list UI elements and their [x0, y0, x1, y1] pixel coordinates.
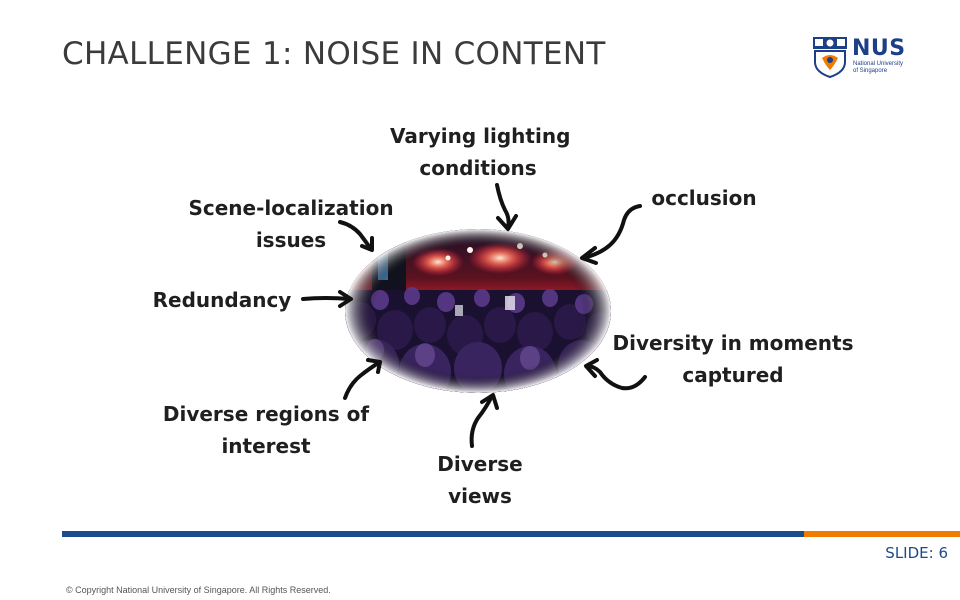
- label-regions-line1: Diverse regions of: [162, 402, 370, 426]
- footer-bar-blue: [62, 531, 804, 537]
- nus-crest-icon: [813, 37, 847, 79]
- label-regions-line2: interest: [221, 434, 311, 458]
- label-views: Diverse views: [428, 448, 532, 512]
- slide-title: CHALLENGE 1: NOISE IN CONTENT: [62, 36, 606, 72]
- arrow-occlusion: [581, 204, 642, 260]
- arrow-regions: [343, 360, 382, 400]
- logo-subtitle-line2: of Singapore: [853, 68, 888, 74]
- label-lighting-line1: Varying lighting: [390, 124, 571, 148]
- label-views-line2: views: [448, 484, 512, 508]
- copyright-notice: © Copyright National University of Singa…: [66, 585, 331, 595]
- logo-subtitle: National University of Singapore: [853, 61, 923, 75]
- footer-bar-orange: [804, 531, 960, 537]
- nus-logo: NUS National University of Singapore: [812, 36, 924, 80]
- label-moments: Diversity in moments captured: [612, 327, 854, 391]
- label-regions: Diverse regions of interest: [162, 398, 370, 462]
- logo-wordmark: NUS: [852, 36, 906, 61]
- label-occlusion-line1: occlusion: [651, 186, 757, 210]
- label-redundancy: Redundancy: [150, 284, 294, 316]
- slide-number: SLIDE: 6: [885, 544, 948, 562]
- arrow-scene: [338, 220, 373, 251]
- label-scene-line2: issues: [255, 228, 327, 252]
- label-lighting-line2: conditions: [419, 156, 537, 180]
- label-moments-line1: Diversity in moments: [612, 331, 854, 355]
- label-scene-line1: Scene-localization: [188, 196, 394, 220]
- label-lighting: Varying lighting conditions: [390, 120, 571, 184]
- logo-subtitle-line1: National University: [853, 61, 904, 67]
- arrow-redundancy: [301, 296, 352, 301]
- arrow-views: [469, 394, 494, 448]
- arrow-moments: [585, 364, 647, 391]
- label-occlusion: occlusion: [650, 182, 758, 214]
- label-scene: Scene-localization issues: [186, 192, 396, 256]
- label-redundancy-line1: Redundancy: [152, 288, 292, 312]
- arrow-lighting: [495, 183, 511, 230]
- label-moments-line2: captured: [682, 363, 784, 387]
- label-views-line1: Diverse: [437, 452, 523, 476]
